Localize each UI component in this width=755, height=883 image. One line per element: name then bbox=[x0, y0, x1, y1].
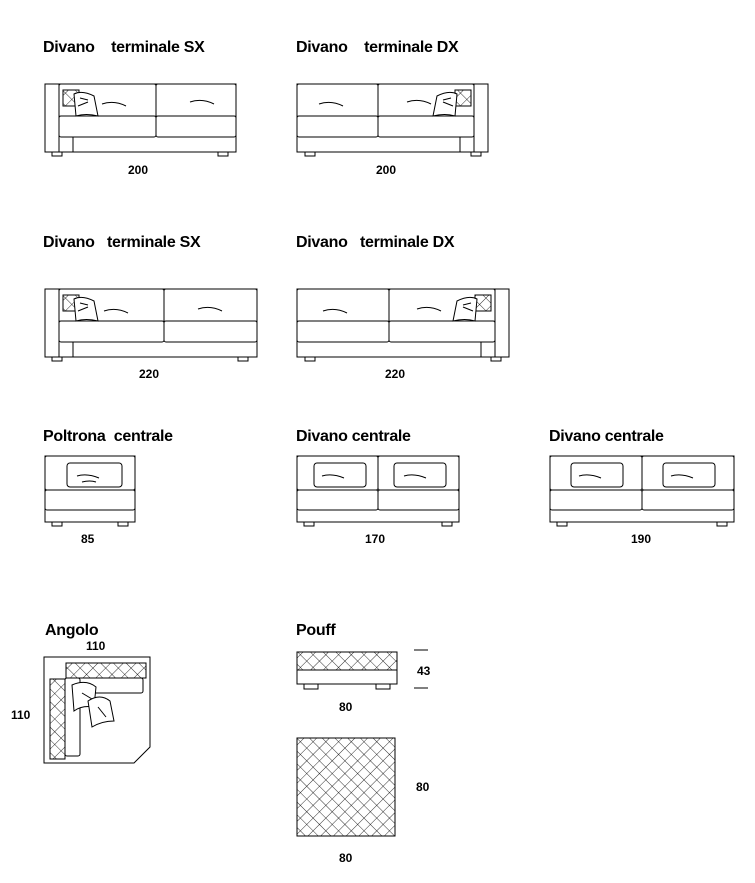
module-dimension: 170 bbox=[365, 532, 386, 546]
module-title: Divano centrale bbox=[549, 428, 664, 445]
module-title: Divano terminale DX bbox=[296, 39, 459, 56]
module-title: Divano terminale DX bbox=[296, 234, 455, 251]
module-dimension: 200 bbox=[128, 163, 149, 177]
divano-centrale-190-drawing bbox=[547, 454, 737, 528]
poltrona-centrale-drawing bbox=[42, 454, 138, 528]
module-title: Divano terminale SX bbox=[43, 39, 205, 56]
module-title: Pouff bbox=[296, 622, 336, 639]
pouff-dimension-top-width: 80 bbox=[339, 851, 353, 865]
pouff-dimension-width: 80 bbox=[339, 700, 353, 714]
sofa-terminale-sx-200-drawing bbox=[40, 80, 240, 158]
module-title: Poltrona centrale bbox=[43, 428, 173, 445]
pouff-dimension-height: 43 bbox=[417, 664, 431, 678]
module-dimension: 200 bbox=[376, 163, 397, 177]
pouff-side-drawing bbox=[294, 648, 434, 692]
module-dimension-depth: 110 bbox=[11, 708, 31, 722]
pouff-top-drawing bbox=[294, 735, 398, 839]
module-dimension: 220 bbox=[139, 367, 160, 381]
module-title: Divano centrale bbox=[296, 428, 411, 445]
divano-centrale-170-drawing bbox=[294, 454, 462, 528]
angolo-corner-drawing bbox=[42, 655, 154, 767]
sofa-terminale-dx-200-drawing bbox=[295, 80, 495, 158]
module-dimension: 190 bbox=[631, 532, 652, 546]
pouff-dimension-top-depth: 80 bbox=[416, 780, 430, 794]
module-dimension: 220 bbox=[385, 367, 406, 381]
sofa-terminale-sx-220-drawing bbox=[40, 285, 262, 363]
module-title: Divano terminale SX bbox=[43, 234, 201, 251]
sofa-terminale-dx-220-drawing bbox=[295, 285, 517, 363]
module-dimension: 85 bbox=[81, 532, 95, 546]
module-title: Angolo bbox=[45, 622, 99, 639]
module-dimension-width: 110 bbox=[86, 639, 106, 653]
